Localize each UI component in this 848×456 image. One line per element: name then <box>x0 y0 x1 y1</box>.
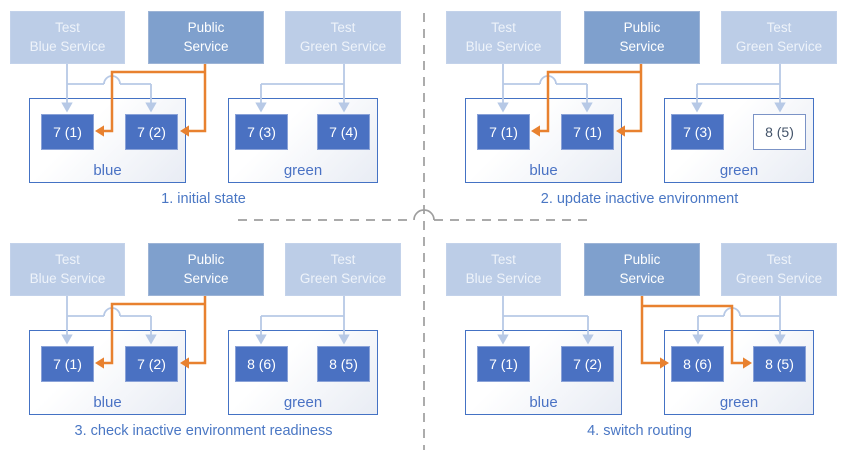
step-caption: 1. initial state <box>161 191 246 207</box>
arrowhead-down-icon <box>255 334 267 345</box>
public-service-box: Public Service <box>148 11 264 64</box>
arrowhead-down-icon <box>338 102 350 113</box>
test-blue-service-box: Test Blue Service <box>10 243 125 296</box>
environment-label: green <box>719 162 759 179</box>
arrowhead-left-icon <box>180 125 189 137</box>
arrowhead-down-icon <box>774 334 786 345</box>
step-panel-1: Test Blue Service Public Service Test Gr… <box>0 0 424 228</box>
node-box: 7 (1) <box>41 346 94 382</box>
test-green-service-box: Test Green Service <box>721 243 837 296</box>
arrowhead-left-icon <box>531 125 540 137</box>
environment-label: green <box>719 394 759 411</box>
arrowhead-down-icon <box>255 102 267 113</box>
test-blue-service-box: Test Blue Service <box>446 11 561 64</box>
node-box: 7 (3) <box>235 114 288 150</box>
test-blue-service-box: Test Blue Service <box>10 11 125 64</box>
node-box: 8 (6) <box>235 346 288 382</box>
node-box: 7 (1) <box>477 346 530 382</box>
public-route-arrows <box>95 62 207 137</box>
arrowhead-down-icon <box>61 102 73 113</box>
node-box: 7 (1) <box>561 114 614 150</box>
test-green-service-box: Test Green Service <box>721 11 837 64</box>
node-box: 7 (2) <box>125 114 178 150</box>
node-box: 7 (3) <box>671 114 724 150</box>
public-service-box: Public Service <box>584 243 700 296</box>
routing-arrows <box>61 294 350 369</box>
node-box: 8 (5) <box>753 346 806 382</box>
arrowhead-down-icon <box>691 102 703 113</box>
arrowhead-right-icon <box>743 357 752 369</box>
routing-arrows <box>497 294 786 369</box>
arrowhead-down-icon <box>692 334 704 345</box>
node-box: 7 (4) <box>317 114 370 150</box>
test-green-route-arrows <box>255 294 350 345</box>
node-box: 7 (1) <box>477 114 530 150</box>
environment-label: green <box>283 162 323 179</box>
public-route-arrows <box>531 62 643 137</box>
divider-crossing-hop <box>413 209 435 221</box>
test-green-service-box: Test Green Service <box>285 243 401 296</box>
arrowhead-down-icon <box>61 334 73 345</box>
node-box: 8 (5) <box>317 346 370 382</box>
node-box: 8 (6) <box>671 346 724 382</box>
public-route-arrows <box>95 294 207 369</box>
step-panel-4: Test Blue Service Public Service Test Gr… <box>436 232 848 456</box>
arrowhead-down-icon <box>581 102 593 113</box>
arrowhead-down-icon <box>497 334 509 345</box>
arrowhead-left-icon <box>616 125 625 137</box>
node-box: 7 (1) <box>41 114 94 150</box>
node-box-updating: 8 (5) <box>753 114 806 150</box>
test-blue-route-arrows <box>61 62 157 113</box>
step-panel-2: Test Blue Service Public Service Test Gr… <box>436 0 848 228</box>
public-service-box: Public Service <box>584 11 700 64</box>
arrowhead-down-icon <box>774 102 786 113</box>
arrowhead-down-icon <box>338 334 350 345</box>
node-box: 7 (2) <box>561 346 614 382</box>
step-caption: 3. check inactive environment readiness <box>74 423 333 439</box>
environment-label: blue <box>529 394 558 411</box>
environment-label: blue <box>93 394 122 411</box>
arrowhead-down-icon <box>145 102 157 113</box>
test-blue-route-arrows <box>497 294 594 345</box>
step-panel-3: Test Blue Service Public Service Test Gr… <box>0 232 424 456</box>
arrowhead-down-icon <box>582 334 594 345</box>
environment-label: blue <box>93 162 122 179</box>
test-green-route-arrows <box>691 62 786 113</box>
environment-label: blue <box>529 162 558 179</box>
arrowhead-down-icon <box>497 102 509 113</box>
step-caption: 4. switch routing <box>587 423 692 439</box>
test-green-route-arrows <box>255 62 350 113</box>
public-service-box: Public Service <box>148 243 264 296</box>
environment-label: green <box>283 394 323 411</box>
arrowhead-left-icon <box>95 125 104 137</box>
step-caption: 2. update inactive environment <box>540 191 739 207</box>
test-green-route-arrows <box>692 294 786 345</box>
arrowhead-down-icon <box>145 334 157 345</box>
node-box: 7 (2) <box>125 346 178 382</box>
arrowhead-left-icon <box>180 357 189 369</box>
arrowhead-left-icon <box>95 357 104 369</box>
public-route-arrows <box>640 294 752 369</box>
routing-arrows <box>61 62 350 137</box>
arrowhead-right-icon <box>660 357 669 369</box>
test-blue-route-arrows <box>497 62 593 113</box>
test-green-service-box: Test Green Service <box>285 11 401 64</box>
test-blue-route-arrows <box>61 294 157 345</box>
routing-arrows <box>497 62 786 137</box>
test-blue-service-box: Test Blue Service <box>446 243 561 296</box>
